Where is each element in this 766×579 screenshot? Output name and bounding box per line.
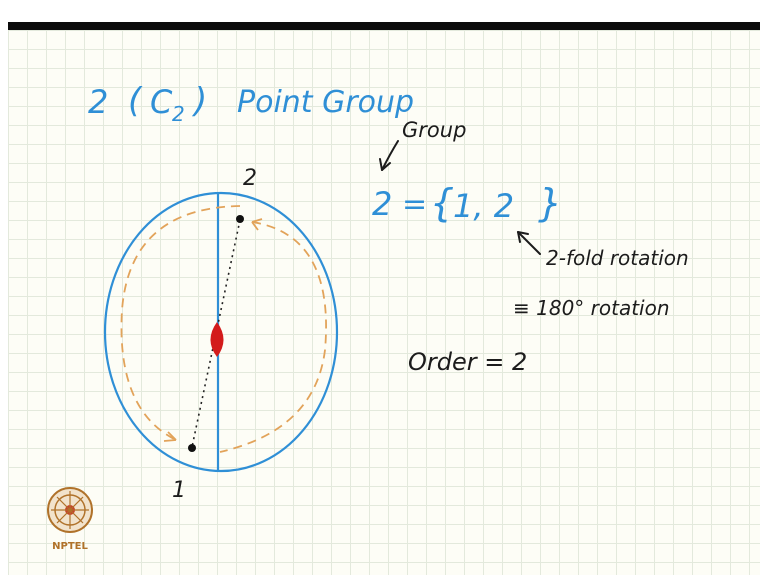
title-subscript: 2 [172,102,185,126]
equation-brace-close: } [538,181,563,225]
rotation-path-left [120,205,241,441]
rotation-arrowhead-top [251,218,263,231]
group-arrow [379,140,399,171]
annotation-line-2: ≡ 180° rotation [513,296,670,320]
nptel-logo: NPTEL [44,483,96,561]
order-text: Order = 2 [408,348,528,376]
equation-lhs: 2 [372,185,393,223]
pole-connection-dotted-line [191,219,241,448]
title-text: Point Group [237,85,415,120]
equation-equals: = [402,187,428,222]
rotation-arrowhead-bottom [163,431,177,442]
rotation-path-right [219,221,327,453]
nptel-logo-text: NPTEL [52,541,88,552]
equation-brace-open: { [430,181,455,225]
label-bottom-1: 1 [172,478,186,503]
annotation-arrow [517,231,541,255]
pole-point-1 [188,444,196,452]
group-label: Group [402,118,467,142]
title-symbol: C [150,83,173,121]
header-bar [8,22,760,31]
annotation-line-1: 2-fold rotation [546,246,689,270]
twofold-axis-symbol [210,322,224,357]
label-top-2: 2 [243,166,257,191]
nptel-emblem-icon [47,487,93,533]
pole-point-2 [236,215,244,223]
equation-elements: 1, 2 [453,187,515,225]
title-paren-close: ) [194,81,208,121]
grid-paper-background [8,30,760,575]
primitive-circle [103,191,339,473]
title-number: 2 [88,83,109,121]
title-paren-open: ( [128,81,142,121]
